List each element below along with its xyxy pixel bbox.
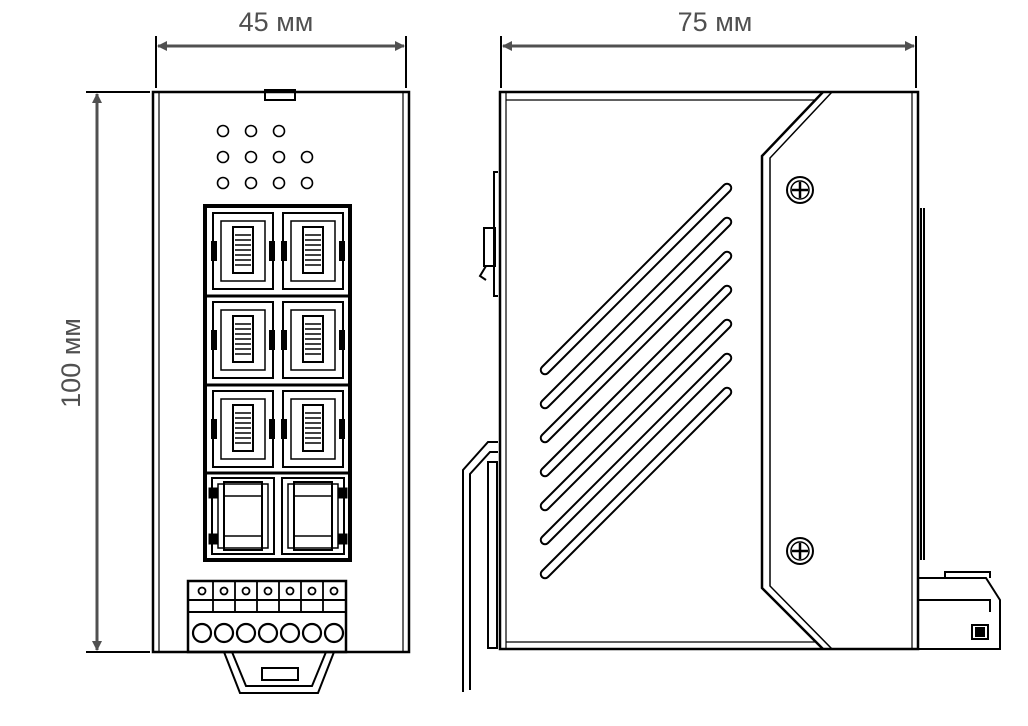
sfp-slot-icon — [208, 477, 275, 555]
front-view — [151, 89, 411, 694]
front-housing — [151, 90, 411, 654]
terminal-block — [186, 579, 348, 654]
rj45-port-icon — [211, 390, 275, 468]
side-view — [462, 90, 1001, 692]
rj45-port-icon — [281, 301, 345, 379]
led-icon — [272, 176, 286, 190]
rj45-port-icon — [211, 212, 275, 290]
width-dimension: 45 мм — [155, 7, 407, 88]
led-icon — [216, 176, 230, 190]
width-label: 45 мм — [239, 7, 314, 37]
led-icon — [300, 176, 314, 190]
screw-icon — [786, 176, 814, 204]
ventilation-slots — [539, 182, 733, 580]
led-icon — [272, 124, 286, 138]
depth-dimension: 75 мм — [500, 7, 917, 88]
led-icon — [244, 176, 258, 190]
sfp-slot-icon — [281, 477, 348, 555]
rj45-port-icon — [281, 390, 345, 468]
screw-icon — [786, 537, 814, 565]
height-dimension: 100 мм — [56, 91, 150, 653]
port-block — [203, 204, 352, 562]
led-icon — [216, 124, 230, 138]
led-icon — [300, 150, 314, 164]
side-housing — [498, 90, 920, 651]
depth-label: 75 мм — [678, 7, 753, 37]
led-icon — [244, 124, 258, 138]
rj45-port-icon — [281, 212, 345, 290]
led-indicators — [216, 124, 314, 190]
height-label: 100 мм — [56, 318, 86, 408]
terminal-connector-side — [918, 571, 1001, 650]
led-icon — [272, 150, 286, 164]
din-rail-mount — [462, 171, 498, 692]
din-rail-clip — [223, 651, 335, 694]
led-icon — [216, 150, 230, 164]
top-clip — [264, 89, 296, 101]
rj45-port-icon — [211, 301, 275, 379]
led-icon — [244, 150, 258, 164]
